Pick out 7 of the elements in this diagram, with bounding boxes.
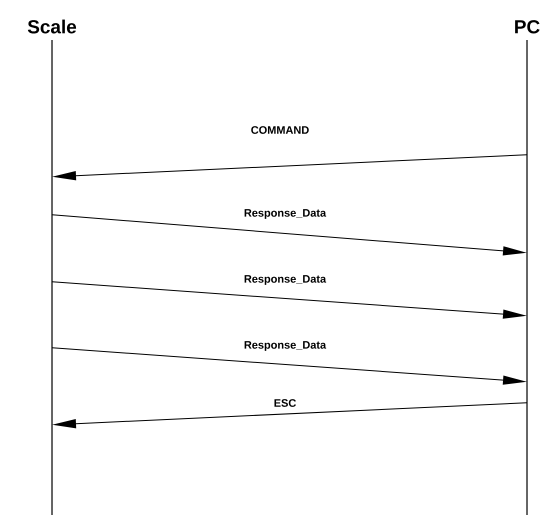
message-label: Response_Data: [242, 274, 328, 286]
participant-label: PC: [515, 20, 540, 34]
participant-label: Scale: [28, 20, 76, 34]
message-label: COMMAND: [250, 125, 310, 135]
message-label: Response_Data: [242, 208, 328, 220]
message-label: ESC: [272, 398, 298, 408]
message-label: Response_Data: [242, 340, 328, 352]
